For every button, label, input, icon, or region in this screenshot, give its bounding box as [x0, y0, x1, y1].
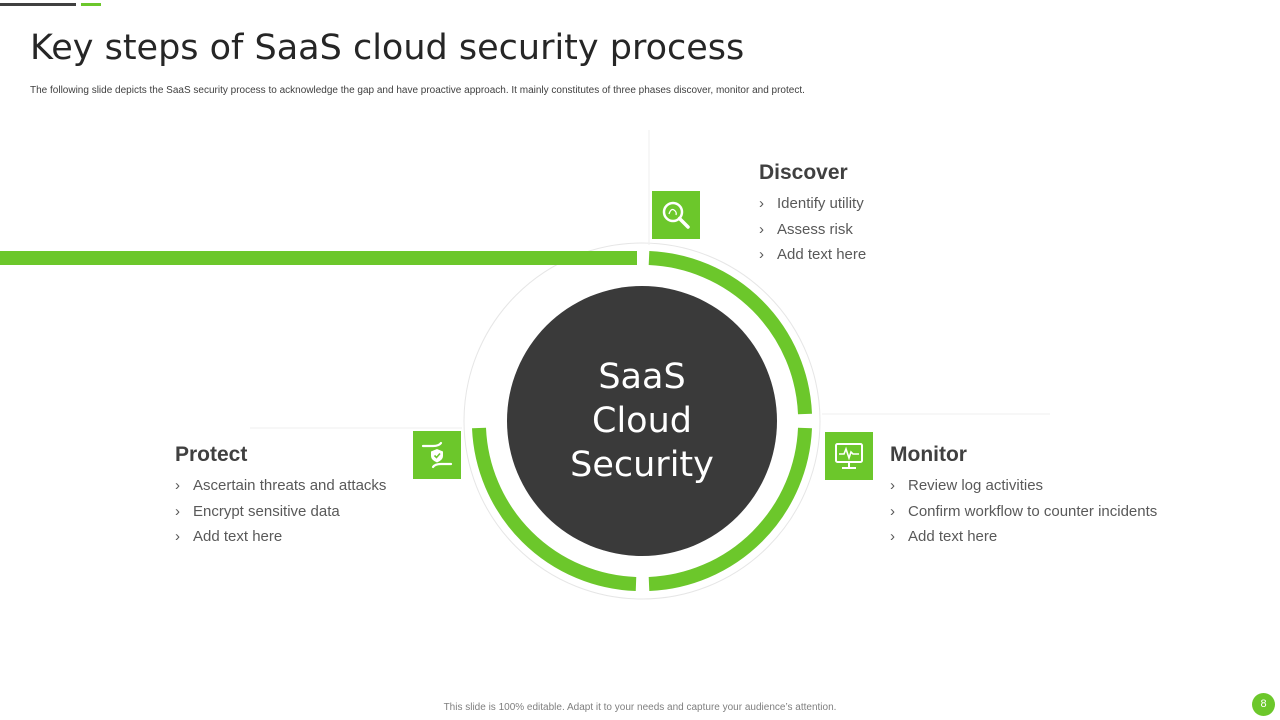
phase-discover-list: ›Identify utility ›Assess risk ›Add text… [759, 191, 866, 268]
monitor-icon [835, 443, 863, 469]
list-item: ›Add text here [175, 528, 283, 545]
phase-monitor-title: Monitor [890, 443, 967, 466]
phase-protect-title: Protect [175, 443, 248, 466]
list-item: ›Identify utility [759, 195, 864, 212]
arc-protect [472, 427, 637, 591]
page-number-badge: 8 [1252, 693, 1275, 716]
list-item: ›Confirm workflow to counter incidents [890, 502, 1158, 520]
phase-discover-title: Discover [759, 161, 848, 184]
center-label-line-1: SaaS [598, 357, 686, 397]
phase-discover: Discover ›Identify utility ›Assess risk … [759, 161, 866, 268]
center-label-line-3: Security [570, 445, 714, 485]
magnifier-icon [662, 201, 690, 229]
left-accent-bar [0, 251, 637, 265]
protect-icon-box [413, 431, 461, 479]
discover-icon-box [652, 191, 700, 239]
phase-monitor-list: ›Review log activities ›Confirm workflow… [890, 473, 1157, 550]
phase-protect-list: ›Ascertain threats and attacks ›Encrypt … [175, 473, 386, 550]
outer-guide-ring [463, 242, 821, 600]
shield-hand-icon [421, 441, 453, 469]
list-item: ›Review log activities [890, 477, 1044, 494]
slide-footer: This slide is 100% editable. Adapt it to… [443, 702, 837, 713]
center-circle [507, 286, 777, 556]
arc-discover [648, 251, 812, 415]
list-item: ›Add text here [890, 528, 998, 545]
top-accent-green [81, 3, 101, 6]
list-item: ›Assess risk [759, 220, 853, 238]
arc-monitor [648, 427, 812, 591]
list-item: ›Add text here [759, 246, 867, 263]
monitor-icon-box [825, 432, 873, 480]
center-label-line-2: Cloud [592, 401, 692, 441]
slide-title: Key steps of SaaS cloud security process [30, 28, 745, 68]
list-item: ›Encrypt sensitive data [175, 502, 340, 520]
slide-subtitle: The following slide depicts the SaaS sec… [30, 85, 805, 96]
top-accent-dark [0, 3, 76, 6]
list-item: ›Ascertain threats and attacks [175, 477, 387, 494]
phase-monitor: Monitor ›Review log activities ›Confirm … [890, 443, 1157, 550]
center-label: SaaS Cloud Security [507, 355, 777, 487]
phase-protect: Protect ›Ascertain threats and attacks ›… [175, 443, 386, 550]
